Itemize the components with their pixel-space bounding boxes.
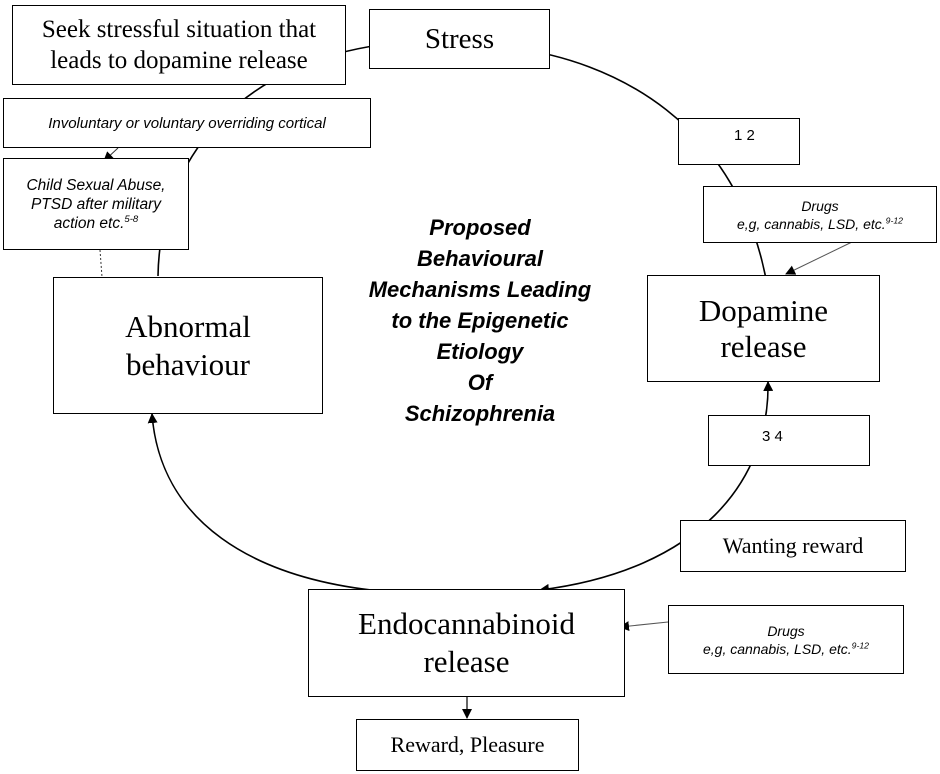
title-line-1: Proposed bbox=[429, 215, 531, 240]
title-line-6: Of bbox=[467, 370, 493, 395]
child-abuse-box: Child Sexual Abuse, PTSD after military … bbox=[3, 158, 189, 250]
title-line-3: Mechanisms Leading bbox=[368, 277, 592, 302]
dopamine-release-box: Dopamine release bbox=[647, 275, 880, 382]
abnormal-line-1: Abnormal bbox=[125, 308, 251, 344]
reward-pleasure-box: Reward, Pleasure bbox=[356, 719, 579, 771]
endocannabinoid-release-box: Endocannabinoid release bbox=[308, 589, 625, 697]
reward-pleasure-label: Reward, Pleasure bbox=[390, 732, 545, 757]
ref-1-2-label: 1 2 bbox=[734, 127, 755, 144]
title-line-5: Etiology bbox=[436, 339, 524, 364]
abnormal-line-2: behaviour bbox=[126, 346, 250, 382]
wanting-reward-box: Wanting reward bbox=[680, 520, 906, 572]
ref-box-3-4: 3 4 bbox=[708, 415, 870, 466]
arrow-drugs-to-dopamine bbox=[785, 241, 853, 275]
arrow-endocannabinoid-to-abnormal bbox=[147, 413, 391, 593]
child-abuse-line-2: PTSD after military bbox=[30, 195, 162, 213]
stress-box: Stress bbox=[369, 9, 550, 69]
drugs-top-line-2: e,g, cannabis, LSD, etc.9-12 bbox=[737, 214, 903, 232]
seek-stress-line-1: Seek stressful situation that bbox=[41, 16, 317, 43]
stress-label: Stress bbox=[424, 22, 495, 55]
cortical-label: Involuntary or voluntary overriding cort… bbox=[48, 114, 326, 132]
drugs-top-ref: 9-12 bbox=[885, 214, 903, 225]
drugs-top-box: Drugs e,g, cannabis, LSD, etc.9-12 bbox=[703, 186, 937, 243]
child-abuse-line-3: action etc.5-8 bbox=[53, 213, 139, 232]
drugs-bottom-box: Drugs e,g, cannabis, LSD, etc.9-12 bbox=[668, 605, 904, 674]
dopamine-line-2: release bbox=[720, 328, 807, 364]
ref-box-1-2: 1 2 bbox=[678, 118, 800, 165]
diagram-title: Proposed Behavioural Mechanisms Leading … bbox=[330, 212, 630, 429]
child-abuse-line-1: Child Sexual Abuse, bbox=[26, 176, 166, 194]
drugs-bottom-line-1: Drugs bbox=[767, 622, 805, 639]
cortical-box: Involuntary or voluntary overriding cort… bbox=[3, 98, 371, 148]
title-line-2: Behavioural bbox=[417, 246, 543, 271]
endocannabinoid-line-1: Endocannabinoid bbox=[358, 606, 575, 641]
dopamine-line-1: Dopamine bbox=[698, 292, 829, 328]
child-abuse-ref: 5-8 bbox=[124, 213, 139, 225]
drugs-bottom-ref: 9-12 bbox=[851, 639, 869, 650]
title-line-4: to the Epigenetic bbox=[391, 308, 569, 333]
drugs-top-line-1: Drugs bbox=[801, 197, 839, 214]
seek-stress-line-2: leads to dopamine release bbox=[50, 47, 308, 74]
endocannabinoid-line-2: release bbox=[423, 644, 510, 679]
title-line-7: Schizophrenia bbox=[404, 401, 556, 426]
drugs-bottom-line-2: e,g, cannabis, LSD, etc.9-12 bbox=[703, 639, 869, 657]
arrow-drugs-to-endocannabinoid bbox=[619, 621, 669, 632]
seek-stress-box: Seek stressful situation that leads to d… bbox=[12, 5, 346, 85]
abnormal-behaviour-box: Abnormal behaviour bbox=[53, 277, 323, 414]
wanting-reward-label: Wanting reward bbox=[722, 533, 864, 558]
ref-3-4-label: 3 4 bbox=[762, 428, 783, 445]
